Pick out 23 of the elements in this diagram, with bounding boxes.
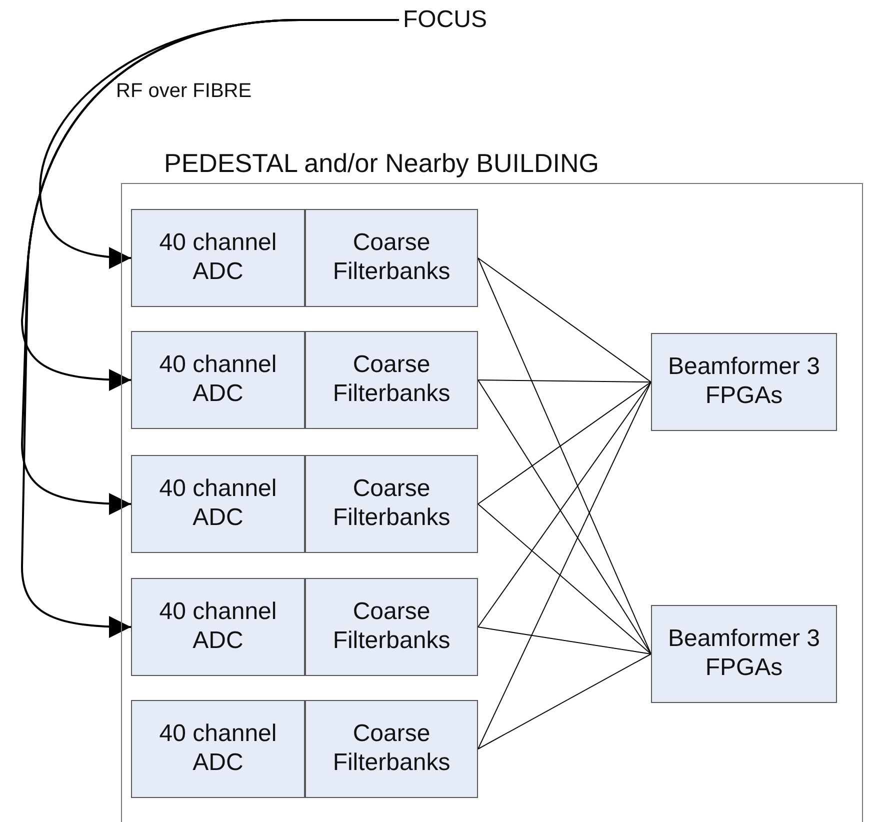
- connector-line: [478, 258, 652, 382]
- process-box: 40 channel ADC: [131, 578, 305, 676]
- connector-line: [478, 382, 652, 504]
- frame-heading: PEDESTAL and/or Nearby BUILDING: [164, 148, 599, 179]
- process-box: 40 channel ADC: [131, 331, 305, 429]
- connector-line: [478, 258, 652, 654]
- process-box: Beamformer 3 FPGAs: [651, 333, 837, 431]
- connector-line: [478, 382, 652, 750]
- arrow: [21, 19, 399, 638]
- process-box: 40 channel ADC: [131, 700, 305, 798]
- process-box: Coarse Filterbanks: [305, 209, 478, 307]
- process-box: Beamformer 3 FPGAs: [651, 605, 837, 703]
- process-box: 40 channel ADC: [131, 455, 305, 553]
- connector-line: [478, 654, 652, 750]
- connector-line: [478, 504, 652, 654]
- process-box: Coarse Filterbanks: [305, 578, 478, 676]
- process-box: Coarse Filterbanks: [305, 455, 478, 553]
- process-box: Coarse Filterbanks: [305, 700, 478, 798]
- process-box: Coarse Filterbanks: [305, 331, 478, 429]
- connector-line: [478, 380, 652, 382]
- process-box: 40 channel ADC: [131, 209, 305, 307]
- connector-line: [478, 626, 652, 654]
- source-label: FOCUS: [403, 6, 487, 34]
